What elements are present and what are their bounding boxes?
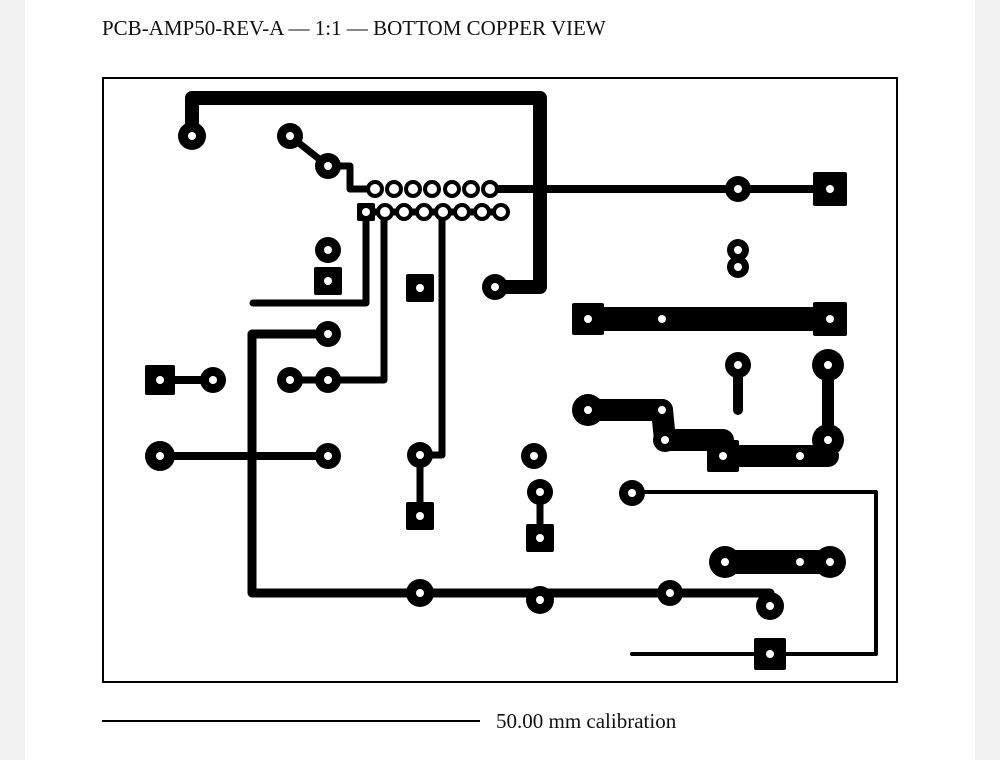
drill-hole [477, 207, 487, 217]
drill-hole [734, 361, 742, 369]
drill-hole [485, 184, 495, 194]
drill-hole [734, 263, 742, 271]
drill-hole [380, 207, 390, 217]
drill-hole [457, 207, 467, 217]
drill-hole [536, 596, 544, 604]
drill-hole [666, 589, 674, 597]
trace-top-loop [185, 91, 547, 294]
drill-hole [496, 207, 506, 217]
drill-hole [362, 208, 370, 216]
trace-ic-pin5 [416, 208, 446, 519]
page-title: PCB-AMP50-REV-A — 1:1 — BOTTOM COPPER VI… [102, 16, 606, 40]
copper-traces [156, 91, 878, 656]
drill-hole [466, 184, 476, 194]
drill-hole [416, 589, 424, 597]
copper-pads [145, 122, 847, 670]
drill-hole [584, 406, 592, 414]
drill-hole [658, 406, 666, 414]
drill-hole [156, 376, 164, 384]
drill-hole [447, 184, 457, 194]
drill-hole [824, 361, 832, 369]
drill-hole [416, 284, 424, 292]
drill-hole [530, 452, 538, 460]
drill-hole [416, 451, 424, 459]
drill-hole [491, 283, 499, 291]
calibration-bar [102, 720, 480, 722]
drill-hole [536, 534, 544, 542]
drill-hole [188, 132, 196, 140]
drill-hole [416, 512, 424, 520]
trace-right-step [577, 399, 839, 467]
drill-hole [826, 315, 834, 323]
drill-hole [438, 207, 448, 217]
drill-hole [209, 376, 217, 384]
drill-hole [796, 452, 804, 460]
drill-hole [324, 376, 332, 384]
drill-hole [324, 330, 332, 338]
drill-hole [536, 488, 544, 496]
drill-hole [389, 184, 399, 194]
drill-hole [427, 184, 437, 194]
drill-hole [408, 184, 418, 194]
drill-hole [721, 558, 729, 566]
drill-hole [324, 452, 332, 460]
trace-ic-pin2 [286, 208, 388, 384]
drill-hole [324, 277, 332, 285]
drill-hole [324, 246, 332, 254]
drill-hole [824, 436, 832, 444]
drill-hole [658, 315, 666, 323]
drill-hole [156, 452, 164, 460]
drill-hole [399, 207, 409, 217]
drill-hole [719, 452, 727, 460]
drill-hole [324, 162, 332, 170]
drill-hole [826, 558, 834, 566]
drill-hole [796, 558, 804, 566]
drill-hole [419, 207, 429, 217]
drill-hole [286, 132, 294, 140]
drill-hole [628, 489, 636, 497]
drill-hole [734, 185, 742, 193]
drill-hole [286, 376, 294, 384]
drill-hole [734, 246, 742, 254]
drill-hole [766, 602, 774, 610]
drill-hole [661, 436, 669, 444]
board-outline [102, 77, 898, 683]
trace-ic-link [286, 132, 379, 193]
drill-hole [826, 185, 834, 193]
drill-hole [584, 315, 592, 323]
drill-hole [370, 184, 380, 194]
calibration-label: 50.00 mm calibration [496, 709, 677, 733]
trace-ic-pin1 [249, 208, 370, 307]
drill-hole [766, 650, 774, 658]
